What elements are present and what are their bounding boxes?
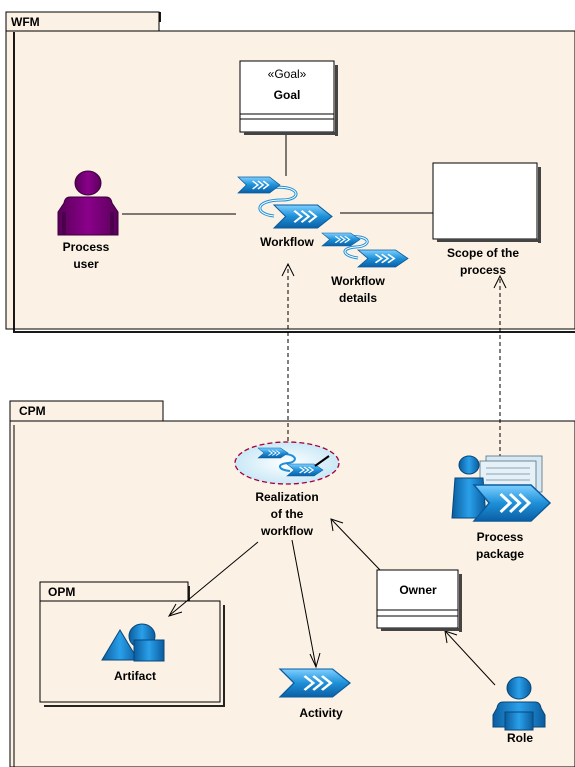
- role-label: Role: [507, 731, 533, 745]
- role-owner-link: [445, 631, 496, 686]
- workflow-details-icon: [321, 232, 409, 268]
- goal-stereotype: «Goal»: [268, 67, 307, 81]
- realization-artifact-link: [169, 541, 259, 616]
- process-package-icon: [451, 455, 552, 523]
- package-cpm-title: CPM: [19, 404, 46, 418]
- process-package-label-2: package: [476, 547, 524, 561]
- realization-label-1: Realization: [255, 490, 318, 504]
- process-package-label-1: Process: [477, 530, 524, 544]
- workflow-details-label-2: details: [339, 291, 377, 305]
- scope-label-1: Scope of the: [447, 246, 519, 260]
- realization-label-3: workflow: [260, 524, 314, 538]
- package-arrowhead: [493, 274, 507, 289]
- process-user-label-1: Process: [63, 240, 110, 254]
- goal-class[interactable]: «Goal» Goal: [239, 60, 338, 136]
- workflow-icon: [237, 176, 334, 230]
- owner-realization-link: [331, 519, 381, 571]
- owner-class[interactable]: Owner: [376, 569, 462, 632]
- realization-activity-link: [291, 539, 317, 668]
- scope-label-2: process: [460, 263, 506, 277]
- goal-name: Goal: [274, 88, 301, 102]
- workflow-label: Workflow: [260, 235, 314, 249]
- collaboration-icon: [234, 441, 340, 485]
- role-icon: [492, 676, 546, 731]
- activity-label: Activity: [299, 706, 343, 720]
- package-wfm-title: WFM: [11, 15, 40, 29]
- workflow-element[interactable]: Workflow: [237, 176, 334, 249]
- realization-element[interactable]: Realization of the workflow: [234, 441, 340, 538]
- workflow-details-label-1: Workflow: [331, 274, 385, 288]
- artifact-icon: [101, 623, 165, 662]
- package-opm-title: OPM: [48, 585, 75, 599]
- workflow-details-element[interactable]: Workflow details: [321, 232, 409, 305]
- role-element[interactable]: Role: [492, 676, 546, 745]
- owner-name: Owner: [399, 583, 437, 597]
- artifact-element[interactable]: Artifact: [101, 623, 165, 683]
- process-user-actor[interactable]: Process user: [57, 170, 119, 271]
- actor-icon: [57, 170, 119, 236]
- process-package-element[interactable]: Process package: [451, 455, 552, 561]
- scope-element[interactable]: Scope of the process: [432, 162, 541, 277]
- artifact-label: Artifact: [114, 669, 156, 683]
- activity-element[interactable]: Activity: [278, 667, 352, 720]
- process-user-label-2: user: [73, 257, 99, 271]
- realization-label-2: of the: [271, 507, 304, 521]
- realization-arrowhead: [281, 262, 295, 277]
